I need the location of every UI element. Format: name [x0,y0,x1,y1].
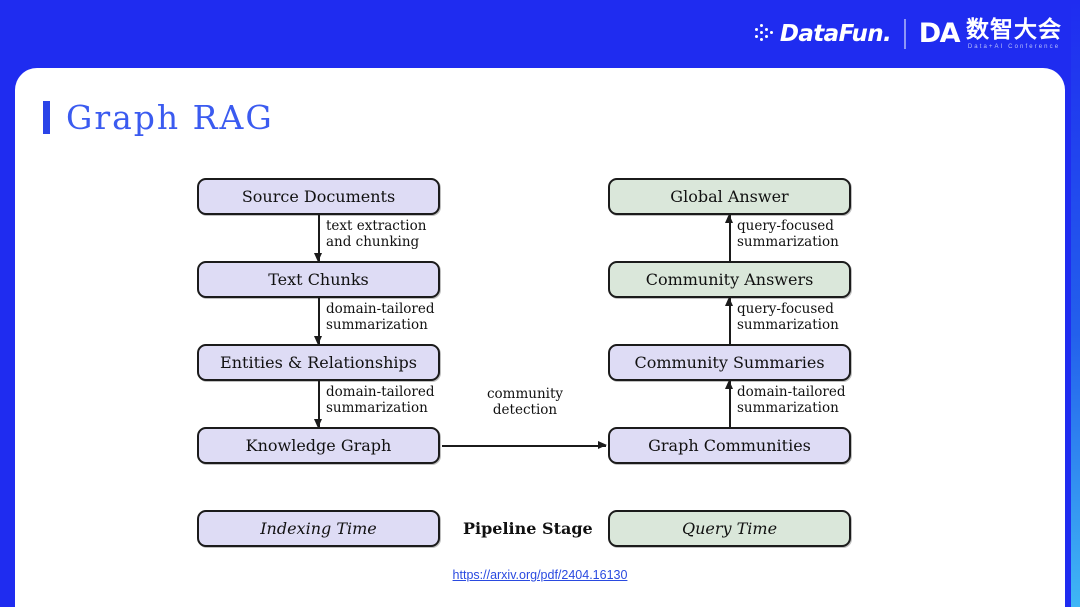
edge-label-text-extraction: text extraction and chunking [326,218,427,251]
right-gradient-strip [1071,0,1080,607]
node-global-answer: Global Answer [608,178,851,215]
da-mark: DA [918,18,961,50]
page-title: Graph RAG [66,98,274,137]
da-conference-logo: DA 数智大会 Data+AI Conference [919,18,1062,49]
datafun-logo: DataFun. [754,20,892,47]
legend-query-time: Query Time [608,510,851,547]
brand-logo-group: DataFun. DA 数智大会 Data+AI Conference [754,18,1062,50]
node-entities-relationships: Entities & Relationships [197,344,440,381]
slide-card: Graph RAG Source Documents Text Chunks E… [15,68,1065,607]
node-text-chunks: Text Chunks [197,261,440,298]
edge-label-community-detection: community detection [486,386,564,419]
node-community-summaries: Community Summaries [608,344,851,381]
brand-bar: DataFun. DA 数智大会 Data+AI Conference [0,0,1080,68]
slide-title-row: Graph RAG [43,98,274,137]
conference-name-cn: 数智大会 [966,17,1062,44]
edge-label-domain-tailored-1: domain-tailored summarization [326,301,435,334]
node-knowledge-graph: Knowledge Graph [197,427,440,464]
edge-label-domain-tailored-2: domain-tailored summarization [326,384,435,417]
edge-label-query-focused-2: query-focused summarization [737,301,839,334]
node-source-documents: Source Documents [197,178,440,215]
conference-name-en: Data+AI Conference [967,43,1061,50]
source-url-link[interactable]: https://arxiv.org/pdf/2404.16130 [452,568,628,582]
brand-divider [904,18,906,49]
conference-name-block: 数智大会 Data+AI Conference [966,18,1062,49]
edge-label-query-focused-1: query-focused summarization [737,218,839,251]
datafun-wordmark: DataFun. [779,20,892,47]
node-community-answers: Community Answers [608,261,851,298]
graphrag-pipeline-diagram: Source Documents Text Chunks Entities & … [15,178,1065,598]
legend-pipeline-stage: Pipeline Stage [463,519,593,538]
title-accent-bar [43,101,50,134]
dot-grid-icon [754,23,776,44]
legend-indexing-time: Indexing Time [197,510,440,547]
edge-label-domain-tailored-3: domain-tailored summarization [737,384,846,417]
node-graph-communities: Graph Communities [608,427,851,464]
